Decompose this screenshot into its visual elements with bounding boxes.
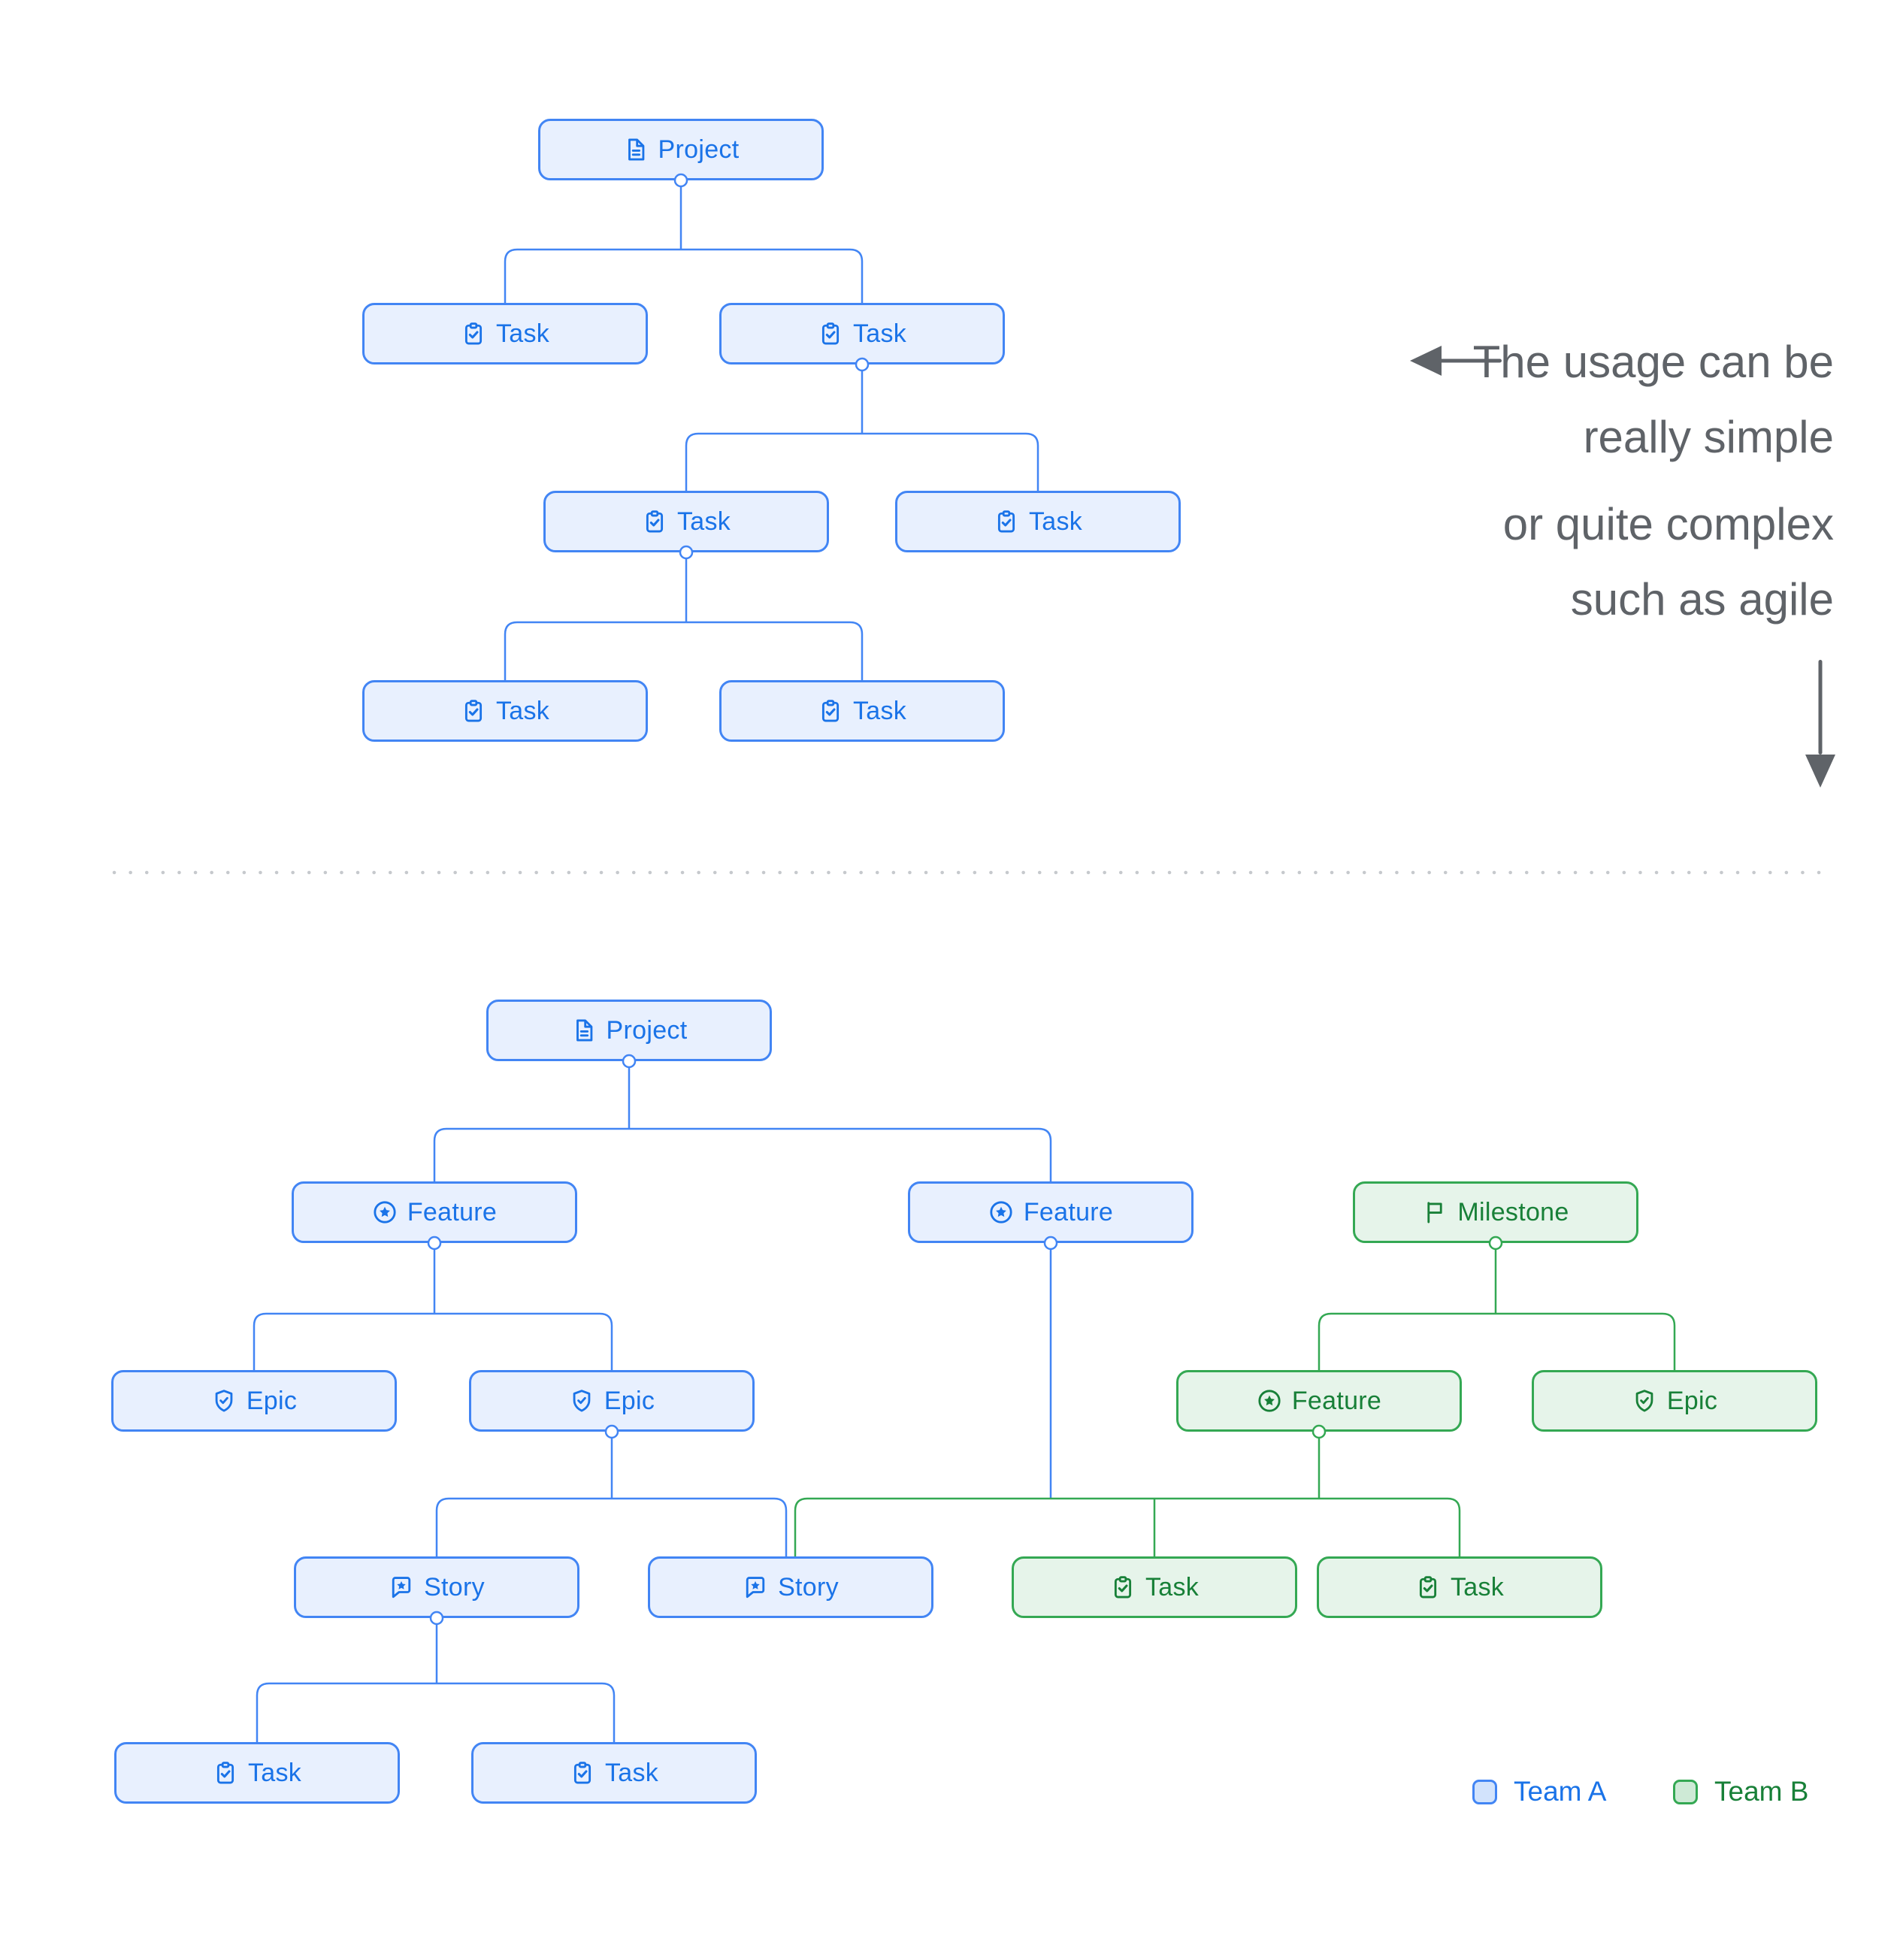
node-project[interactable]: Project	[538, 119, 824, 180]
clipboard-check-icon	[461, 698, 486, 724]
document-icon	[623, 137, 649, 162]
legend-team-a: Team A	[1472, 1775, 1606, 1808]
clipboard-check-icon	[570, 1760, 595, 1786]
node-label: Story	[778, 1572, 839, 1602]
node-label: Task	[1450, 1572, 1505, 1602]
annotation-complex: or quite complex such as agile	[1503, 487, 1834, 637]
node-task[interactable]: Task	[895, 491, 1181, 552]
shield-check-icon	[569, 1388, 594, 1414]
legend-team-b: Team B	[1673, 1775, 1808, 1808]
clipboard-check-icon	[818, 698, 843, 724]
node-label: Story	[424, 1572, 485, 1602]
annotation-line: really simple	[1583, 412, 1834, 462]
node-feature[interactable]: Feature	[1176, 1370, 1462, 1432]
node-task[interactable]: Task	[543, 491, 829, 552]
speech-bubble-star-icon	[389, 1574, 414, 1600]
shield-check-icon	[211, 1388, 237, 1414]
node-label: Task	[604, 1758, 659, 1787]
clipboard-check-icon	[642, 509, 667, 534]
node-label: Task	[676, 507, 731, 536]
node-label: Milestone	[1457, 1197, 1569, 1227]
node-story[interactable]: Story	[648, 1556, 933, 1618]
flag-icon	[1422, 1199, 1448, 1225]
legend-label: Team B	[1714, 1776, 1809, 1807]
team-a-swatch	[1472, 1779, 1497, 1804]
node-epic[interactable]: Epic	[111, 1370, 397, 1432]
annotation-simple: The usage can be really simple	[1473, 325, 1834, 475]
node-label: Task	[1145, 1572, 1200, 1602]
clipboard-check-icon	[818, 321, 843, 346]
node-feature[interactable]: Feature	[908, 1181, 1194, 1243]
node-task[interactable]: Task	[362, 303, 648, 364]
team-b-swatch	[1673, 1779, 1698, 1804]
node-task[interactable]: Task	[471, 1742, 757, 1804]
clipboard-check-icon	[213, 1760, 238, 1786]
node-task[interactable]: Task	[719, 680, 1005, 742]
node-task[interactable]: Task	[1012, 1556, 1297, 1618]
node-task[interactable]: Task	[362, 680, 648, 742]
node-epic[interactable]: Epic	[469, 1370, 755, 1432]
node-label: Epic	[246, 1386, 298, 1415]
legend-label: Team A	[1514, 1776, 1607, 1807]
annotation-line: or quite complex	[1502, 499, 1834, 549]
node-label: Feature	[1023, 1197, 1114, 1227]
annotation-line: such as agile	[1570, 574, 1834, 625]
node-label: Task	[495, 696, 550, 725]
simple-tree-connectors	[504, 186, 1039, 680]
node-label: Feature	[1291, 1386, 1382, 1415]
node-project[interactable]: Project	[486, 1000, 772, 1061]
node-task[interactable]: Task	[719, 303, 1005, 364]
clipboard-check-icon	[1415, 1574, 1441, 1600]
node-task[interactable]: Task	[1317, 1556, 1602, 1618]
document-icon	[571, 1018, 597, 1043]
clipboard-check-icon	[461, 321, 486, 346]
clipboard-check-icon	[994, 509, 1019, 534]
node-label: Epic	[1666, 1386, 1718, 1415]
node-label: Project	[658, 135, 740, 164]
node-label: Feature	[407, 1197, 498, 1227]
node-milestone[interactable]: Milestone	[1353, 1181, 1638, 1243]
circled-star-icon	[988, 1199, 1014, 1225]
agile-tree-ports-team-a	[427, 1054, 1058, 1626]
clipboard-check-icon	[1110, 1574, 1136, 1600]
node-label: Task	[852, 319, 907, 348]
node-story[interactable]: Story	[294, 1556, 579, 1618]
node-label: Project	[606, 1015, 688, 1045]
circled-star-icon	[1257, 1388, 1282, 1414]
circled-star-icon	[372, 1199, 398, 1225]
node-label: Task	[495, 319, 550, 348]
node-label: Task	[247, 1758, 302, 1787]
node-feature[interactable]: Feature	[292, 1181, 577, 1243]
shield-check-icon	[1632, 1388, 1657, 1414]
annotation-line: The usage can be	[1472, 337, 1834, 387]
node-label: Epic	[604, 1386, 655, 1415]
down-arrow	[1805, 660, 1835, 788]
node-label: Task	[1028, 507, 1083, 536]
node-epic[interactable]: Epic	[1532, 1370, 1817, 1432]
node-label: Task	[852, 696, 907, 725]
node-task[interactable]: Task	[114, 1742, 400, 1804]
speech-bubble-star-icon	[743, 1574, 768, 1600]
